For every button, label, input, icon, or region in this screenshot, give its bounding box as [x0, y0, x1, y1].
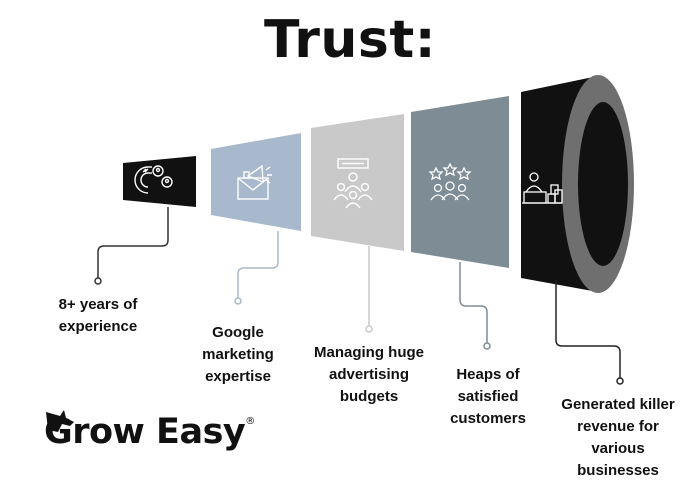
stage-5-label: Generated killer revenue for various bus…	[561, 396, 675, 479]
star-rated-customers-icon	[428, 162, 472, 201]
seller-boxes-icon	[522, 172, 563, 204]
funnel-segment-1	[123, 156, 196, 207]
stage-2-label: Google marketing expertise	[202, 324, 274, 385]
connector-1	[94, 207, 169, 285]
connector-4	[459, 262, 491, 350]
megaphone-envelope-icon	[237, 164, 272, 200]
registered-mark: ®	[245, 416, 255, 427]
connector-3	[365, 246, 373, 333]
stage-4-label: Heaps of satisfied customers	[450, 366, 526, 427]
funnel-segment-4	[411, 96, 509, 268]
funnel-segment-5	[521, 75, 634, 293]
stage-3-label: Managing huge advertising budgets	[314, 344, 424, 405]
funnel-segment-2	[211, 133, 301, 231]
brand-logo: Grow Easy®	[44, 412, 255, 452]
stage-1-label: 8+ years of experience	[58, 296, 138, 335]
logo-text: Grow Easy	[44, 412, 246, 452]
connector-2	[234, 231, 279, 305]
dragon-head-icon	[46, 410, 74, 432]
magnet-people-icon	[134, 165, 173, 194]
ad-team-icon	[333, 158, 373, 209]
funnel-segment-3	[311, 114, 404, 251]
page-title: Trust:	[263, 10, 437, 70]
connector-5	[555, 280, 624, 385]
